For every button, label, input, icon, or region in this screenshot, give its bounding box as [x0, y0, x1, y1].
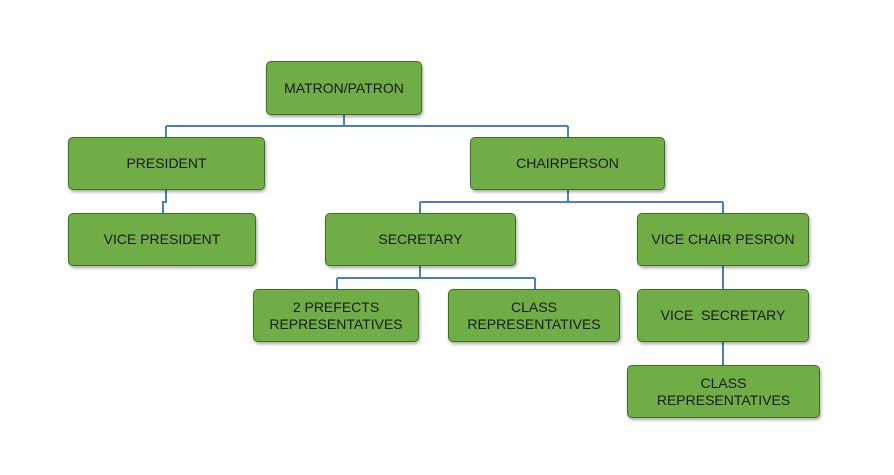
connector-chairperson-to-level3 — [419, 190, 724, 213]
connector-president-to-vice-president — [162, 190, 167, 213]
secretary-box: SECRETARY — [325, 213, 516, 266]
class-representatives-2-box: CLASS REPRESENTATIVES — [627, 365, 820, 418]
vice-chair-person-box: VICE CHAIR PESRON — [637, 213, 809, 266]
president-box: PRESIDENT — [68, 137, 265, 190]
vice-president-box: VICE PRESIDENT — [68, 213, 256, 266]
prefects-representatives-box: 2 PREFECTS REPRESENTATIVES — [253, 289, 419, 342]
vice-secretary-box: VICE SECRETARY — [637, 289, 809, 342]
class-representatives-box: CLASS REPRESENTATIVES — [448, 289, 620, 342]
chairperson-box: CHAIRPERSON — [470, 137, 665, 190]
connector-matron-to-level2 — [165, 115, 569, 137]
matron-patron-box: MATRON/PATRON — [266, 61, 422, 115]
connector-secretary-to-reps — [336, 266, 536, 289]
